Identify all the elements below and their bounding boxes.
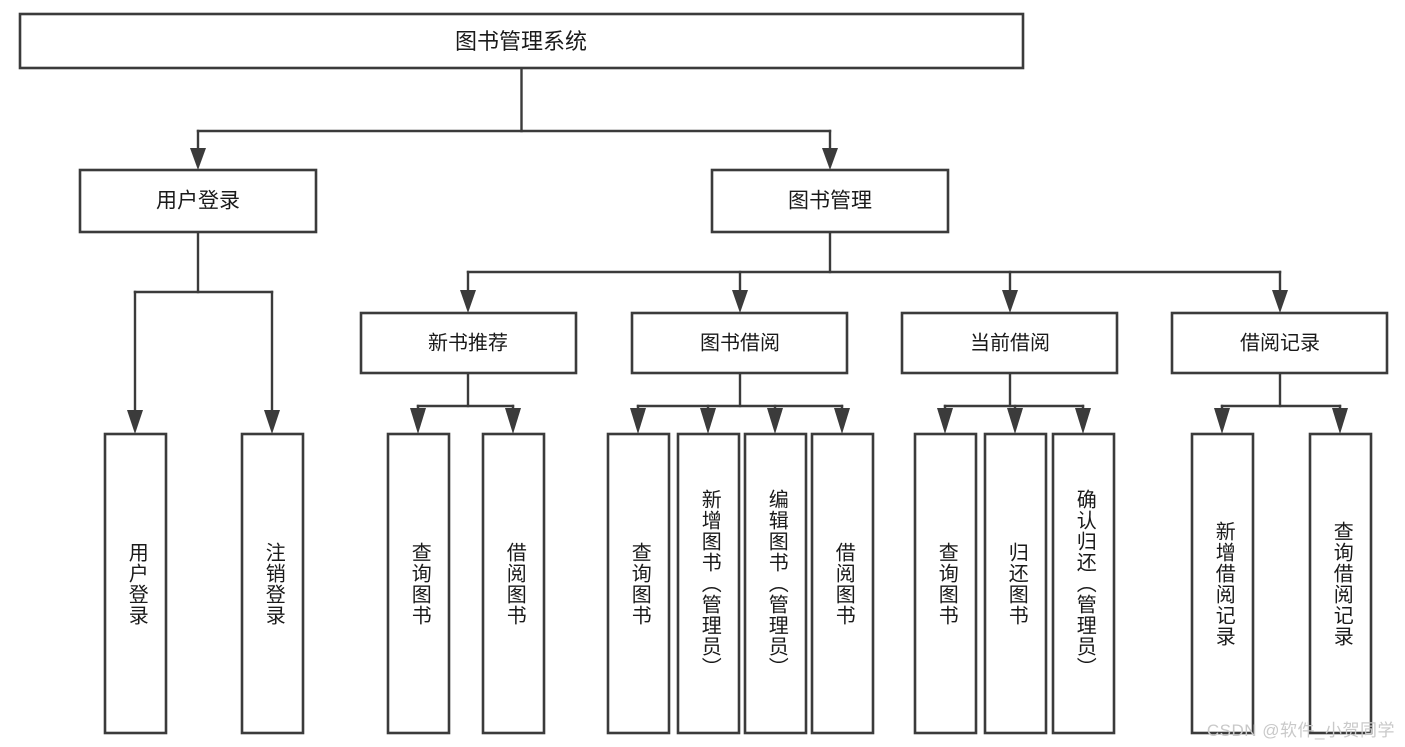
node-new-book-recommend[interactable]: 新书推荐: [359, 311, 578, 375]
leaf-bb-borrow-book-label: 借阅图书: [832, 541, 855, 626]
node-borrow-record[interactable]: 借阅记录: [1170, 311, 1389, 375]
node-borrow-record-label: 借阅记录: [1240, 331, 1320, 354]
leaf-cb-confirm-return[interactable]: 确认归还（管理员）: [1051, 432, 1116, 735]
leaf-bb-query-book-box[interactable]: [606, 432, 671, 735]
arrowhead-cb-return: [1007, 408, 1023, 434]
leaf-user-login[interactable]: 用户登录: [103, 432, 168, 735]
arrowhead-cb-query: [937, 408, 953, 434]
leaf-nb-query-book-box[interactable]: [386, 432, 451, 735]
leaf-bb-query-book-label: 查询图书: [628, 541, 651, 626]
node-borrow-record-box[interactable]: [1170, 311, 1389, 375]
leaf-logout-box[interactable]: [240, 432, 305, 735]
arrowhead-login: [190, 148, 206, 170]
leaf-br-add-record[interactable]: 新增借阅记录: [1190, 432, 1255, 735]
arrowhead-br-add: [1214, 408, 1230, 434]
arrowhead-book-borrow: [732, 290, 748, 313]
node-root-box[interactable]: [18, 12, 1025, 70]
node-current-borrow[interactable]: 当前借阅: [900, 311, 1119, 375]
leaf-cb-return-book[interactable]: 归还图书: [983, 432, 1048, 735]
leaf-br-query-record[interactable]: 查询借阅记录: [1308, 432, 1373, 735]
node-book-borrow-box[interactable]: [630, 311, 849, 375]
leaf-bb-edit-book-label: 编辑图书（管理员）: [765, 489, 788, 678]
leaf-cb-query-book[interactable]: 查询图书: [913, 432, 978, 735]
leaf-nb-query-book-label: 查询图书: [408, 541, 431, 626]
node-root-label: 图书管理系统: [455, 29, 587, 54]
node-user-login-label: 用户登录: [156, 190, 240, 213]
leaf-bb-borrow-book[interactable]: 借阅图书: [810, 432, 875, 735]
leaf-br-query-record-label: 查询借阅记录: [1330, 520, 1353, 647]
leaf-nb-borrow-book-label: 借阅图书: [503, 541, 526, 626]
leaf-cb-query-book-box[interactable]: [913, 432, 978, 735]
leaf-nb-borrow-book[interactable]: 借阅图书: [481, 432, 546, 735]
arrowhead-bb-query: [630, 408, 646, 434]
leaf-bb-borrow-book-box[interactable]: [810, 432, 875, 735]
arrowhead-nb-query: [410, 408, 426, 434]
leaf-br-add-record-label: 新增借阅记录: [1212, 520, 1235, 647]
node-book-management-label: 图书管理: [788, 190, 872, 213]
arrowhead-new-book: [460, 290, 476, 313]
node-root[interactable]: 图书管理系统: [18, 12, 1025, 70]
arrowhead-borrow-record: [1272, 290, 1288, 313]
arrowhead-nb-borrow: [505, 408, 521, 434]
leaf-bb-query-book[interactable]: 查询图书: [606, 432, 671, 735]
leaf-bb-add-book-label: 新增图书（管理员）: [698, 489, 721, 678]
node-user-login-box[interactable]: [78, 168, 318, 234]
arrowhead-bb-edit: [767, 408, 783, 434]
arrowhead-leaf-user-login: [127, 410, 143, 434]
arrowhead-br-query: [1332, 408, 1348, 434]
leaf-user-login-box[interactable]: [103, 432, 168, 735]
node-book-borrow[interactable]: 图书借阅: [630, 311, 849, 375]
node-current-borrow-box[interactable]: [900, 311, 1119, 375]
arrowhead-bb-add: [700, 408, 716, 434]
leaf-user-login-label: 用户登录: [125, 541, 148, 626]
leaf-bb-add-book[interactable]: 新增图书（管理员）: [676, 432, 741, 735]
leaf-cb-query-book-label: 查询图书: [935, 541, 958, 626]
node-book-management[interactable]: 图书管理: [710, 168, 950, 234]
arrowhead-current-borrow: [1002, 290, 1018, 313]
node-book-borrow-label: 图书借阅: [700, 331, 780, 354]
arrowhead-bb-borrow: [834, 408, 850, 434]
node-book-management-box[interactable]: [710, 168, 950, 234]
leaf-cb-return-book-box[interactable]: [983, 432, 1048, 735]
leaf-cb-confirm-return-label: 确认归还（管理员）: [1073, 489, 1096, 678]
leaf-cb-confirm-return-box[interactable]: [1051, 432, 1116, 735]
leaf-nb-borrow-book-box[interactable]: [481, 432, 546, 735]
node-new-book-recommend-box[interactable]: [359, 311, 578, 375]
connector-group: [127, 66, 1348, 434]
node-user-login[interactable]: 用户登录: [78, 168, 318, 234]
node-new-book-recommend-label: 新书推荐: [428, 331, 508, 354]
arrowhead-leaf-logout: [264, 410, 280, 434]
leaf-logout-label: 注销登录: [262, 541, 285, 626]
leaf-bb-edit-book[interactable]: 编辑图书（管理员）: [743, 432, 808, 735]
node-current-borrow-label: 当前借阅: [970, 331, 1050, 354]
arrowhead-bookmgmt: [822, 148, 838, 170]
leaf-cb-return-book-label: 归还图书: [1005, 541, 1028, 626]
leaf-logout[interactable]: 注销登录: [240, 432, 305, 735]
leaf-br-query-record-box[interactable]: [1308, 432, 1373, 735]
leaf-nb-query-book[interactable]: 查询图书: [386, 432, 451, 735]
leaf-bb-add-book-box[interactable]: [676, 432, 741, 735]
arrowhead-cb-confirm: [1075, 408, 1091, 434]
leaf-br-add-record-box[interactable]: [1190, 432, 1255, 735]
leaf-bb-edit-book-box[interactable]: [743, 432, 808, 735]
